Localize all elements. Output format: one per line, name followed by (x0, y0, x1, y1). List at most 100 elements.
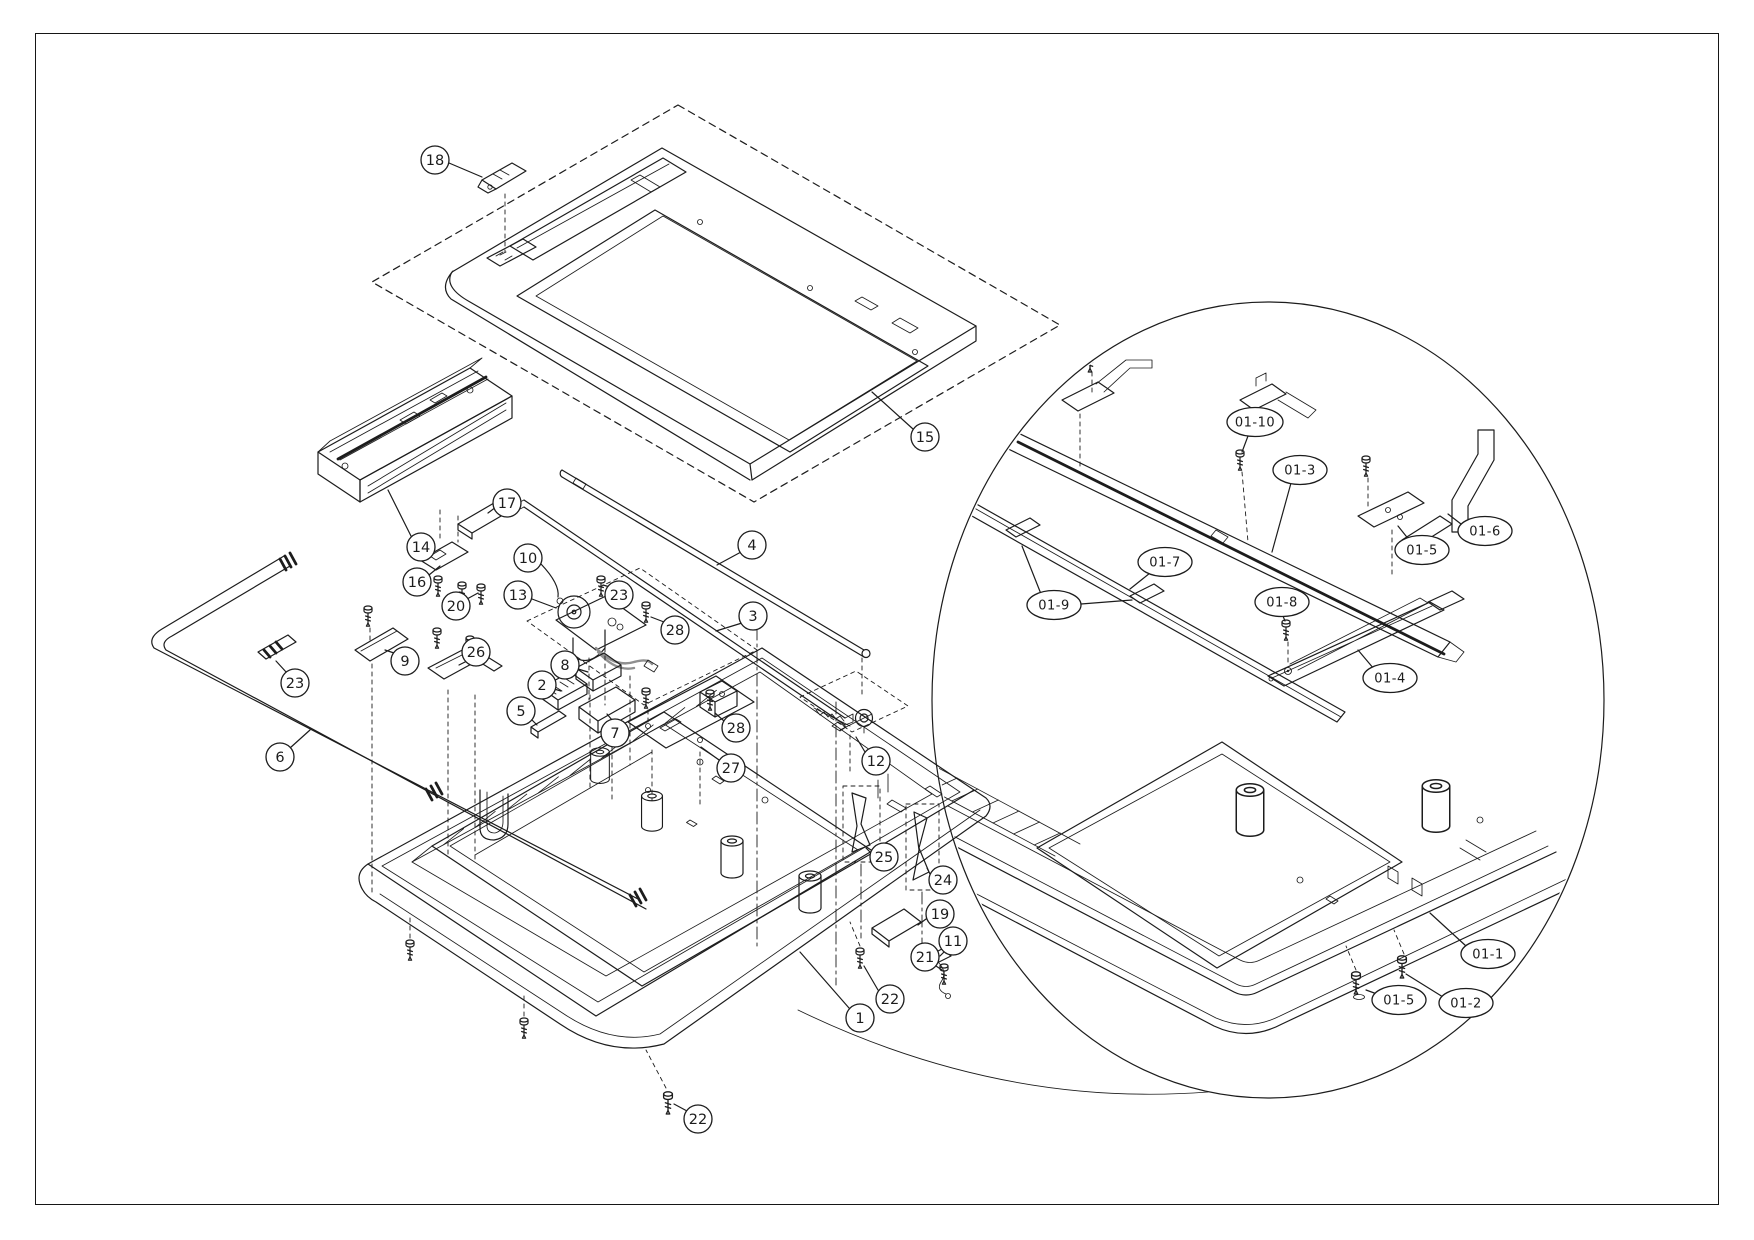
detail-connector-arc (797, 1009, 1209, 1095)
callout-23a: 23 (280, 668, 310, 698)
callout-22a: 22 (875, 984, 905, 1014)
callout-label: 18 (426, 153, 444, 169)
callout-24: 24 (928, 865, 958, 895)
callout-label: 01-9 (1038, 599, 1070, 614)
part-23-cable-end (257, 634, 297, 660)
lid-phantom-outline (371, 104, 1061, 503)
callout-label: 6 (275, 750, 284, 766)
callout-01-8: 01-8 (1254, 586, 1310, 618)
part-18-cap (477, 162, 527, 253)
callout-label: 01-10 (1235, 416, 1275, 431)
drawing-border (35, 33, 1719, 1205)
callout-20: 20 (441, 591, 471, 621)
part-25-box (842, 785, 881, 863)
ribbon-cable (151, 551, 648, 910)
callout-01-6: 01-6 (1457, 515, 1513, 547)
callout-label: 23 (286, 676, 304, 692)
detail-callouts: 01-10 01-3 01-6 01-5 01-7 01-8 01-9 01-4… (1026, 406, 1516, 1019)
detail-pad-a (1005, 517, 1041, 538)
lid-glass-window (516, 209, 929, 453)
callout-26: 26 (461, 637, 491, 667)
callout-2: 2 (527, 670, 557, 700)
part-5-strip (530, 710, 567, 739)
callout-label: 26 (467, 645, 485, 661)
callout-9: 9 (390, 646, 420, 676)
motor-assembly (526, 567, 758, 706)
callout-label: 23 (610, 588, 628, 604)
leader-lines (275, 162, 1467, 1112)
callout-5: 5 (506, 696, 536, 726)
screw-22b (662, 1091, 674, 1115)
callout-label: 11 (944, 934, 962, 950)
callout-01-1: 01-1 (1460, 938, 1516, 970)
callout-28a: 28 (660, 615, 690, 645)
screw-01-10 (1235, 449, 1245, 471)
callout-label: 17 (498, 496, 516, 512)
scan-head-lens-strip (336, 375, 488, 461)
callout-label: 22 (881, 992, 899, 1008)
base-housing (358, 627, 991, 1115)
callout-label: 4 (747, 538, 756, 554)
part-16-bracket (419, 541, 469, 603)
lid-top-outline (449, 147, 977, 465)
callout-28b: 28 (721, 713, 751, 743)
callout-22b: 22 (683, 1104, 713, 1134)
callout-label: 12 (867, 754, 885, 770)
callout-label: 14 (412, 540, 430, 556)
callout-21: 21 (910, 942, 940, 972)
callout-16: 16 (402, 567, 432, 597)
scan-head-assembly (317, 357, 513, 605)
lid-assembly (371, 104, 1061, 503)
callout-3: 3 (738, 601, 768, 631)
callout-1: 1 (845, 1003, 875, 1033)
callout-label: 01-1 (1472, 948, 1504, 963)
lid-button-panel (486, 238, 537, 267)
callout-label: 01-5 (1383, 994, 1415, 1009)
callout-17: 17 (492, 488, 522, 518)
part-24-box (905, 803, 940, 891)
callout-label: 13 (509, 588, 527, 604)
part-19-plate (871, 908, 922, 948)
detail-inset (797, 301, 1605, 1099)
screw-23 (596, 575, 606, 597)
callout-label: 01-8 (1266, 596, 1298, 611)
callout-18: 18 (420, 145, 450, 175)
detail-pad-b (1129, 583, 1165, 604)
callout-01-2: 01-2 (1438, 987, 1494, 1019)
callout-label: 2 (537, 678, 546, 694)
base-skirt (358, 789, 991, 1049)
callout-label: 20 (447, 599, 465, 615)
callout-label: 1 (855, 1011, 864, 1027)
callout-01-10: 01-10 (1226, 406, 1284, 438)
callout-label: 01-3 (1284, 464, 1316, 479)
callout-label: 5 (516, 704, 525, 720)
callout-label: 24 (934, 873, 952, 889)
callout-6: 6 (265, 742, 295, 772)
guide-rail-3 (523, 499, 846, 726)
callout-label: 19 (931, 907, 949, 923)
callout-label: 16 (408, 575, 426, 591)
callout-label: 27 (722, 761, 740, 777)
base-ribs (411, 689, 717, 863)
guide-rod-4 (561, 469, 865, 658)
callout-13: 13 (503, 580, 533, 610)
callout-01-3: 01-3 (1272, 454, 1328, 486)
callout-label: 9 (400, 654, 409, 670)
screw-22a (855, 947, 865, 969)
callout-14: 14 (406, 532, 436, 562)
part-20-screw (476, 583, 486, 605)
callout-23b: 23 (604, 580, 634, 610)
callout-label: 01-6 (1469, 525, 1501, 540)
callout-label: 01-2 (1450, 997, 1482, 1012)
callout-19: 19 (925, 899, 955, 929)
callout-12: 12 (861, 746, 891, 776)
screw-01-8 (1281, 619, 1291, 641)
detail-plate-01-5 (1357, 455, 1425, 579)
screw-01-2 (1396, 955, 1408, 979)
lid-slot (509, 157, 687, 261)
detail-base (934, 741, 1601, 1035)
callout-label: 28 (666, 623, 684, 639)
callout-label: 3 (748, 609, 757, 625)
